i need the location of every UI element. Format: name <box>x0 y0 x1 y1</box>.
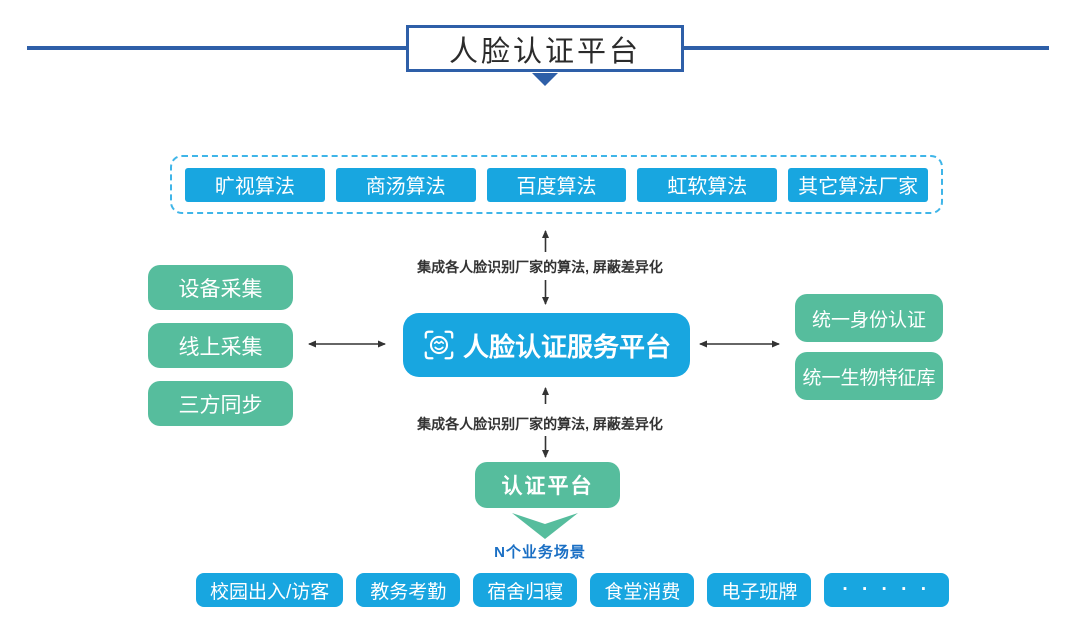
vendor-box: 虹软算法 <box>637 167 778 202</box>
center-platform-label: 人脸认证服务平台 <box>462 331 671 362</box>
scenario-box: 教务考勤 <box>356 573 461 607</box>
scenarios-group: 校园出入/访客 教务考勤 宿舍归寝 食堂消费 电子班牌 · · · · · <box>196 573 950 607</box>
service-box-identity-auth: 统一身份认证 <box>795 294 943 342</box>
face-scan-icon <box>422 328 456 362</box>
scenario-box-more: · · · · · <box>824 573 950 607</box>
vendor-box: 百度算法 <box>486 167 627 202</box>
vendor-box: 商汤算法 <box>335 167 476 202</box>
vendor-box: 其它算法厂家 <box>788 167 928 202</box>
page-title: 人脸认证平台 <box>406 25 684 72</box>
chevron-down-icon <box>512 513 578 539</box>
integration-note-top: 集成各人脸识别厂家的算法, 屏蔽差异化 <box>417 259 663 275</box>
source-box-thirdparty-sync: 三方同步 <box>148 381 293 426</box>
face-auth-service-platform: 人脸认证服务平台 <box>403 313 690 377</box>
scenario-box: 食堂消费 <box>590 573 695 607</box>
scenario-box: 宿舍归寝 <box>473 573 578 607</box>
vendor-box: 旷视算法 <box>185 167 325 202</box>
scenario-box: 校园出入/访客 <box>196 573 344 607</box>
source-box-device-collect: 设备采集 <box>148 265 293 310</box>
source-box-online-collect: 线上采集 <box>148 323 293 368</box>
auth-platform-box: 认证平台 <box>475 462 620 508</box>
caret-down-icon <box>532 73 558 86</box>
scenario-box: 电子班牌 <box>707 573 812 607</box>
scenarios-caption: N个业务场景 <box>494 544 586 561</box>
algorithm-vendors-group: 旷视算法 商汤算法 百度算法 虹软算法 其它算法厂家 <box>170 155 943 214</box>
integration-note-bottom: 集成各人脸识别厂家的算法, 屏蔽差异化 <box>417 416 663 432</box>
service-box-biometric-db: 统一生物特征库 <box>795 352 943 400</box>
